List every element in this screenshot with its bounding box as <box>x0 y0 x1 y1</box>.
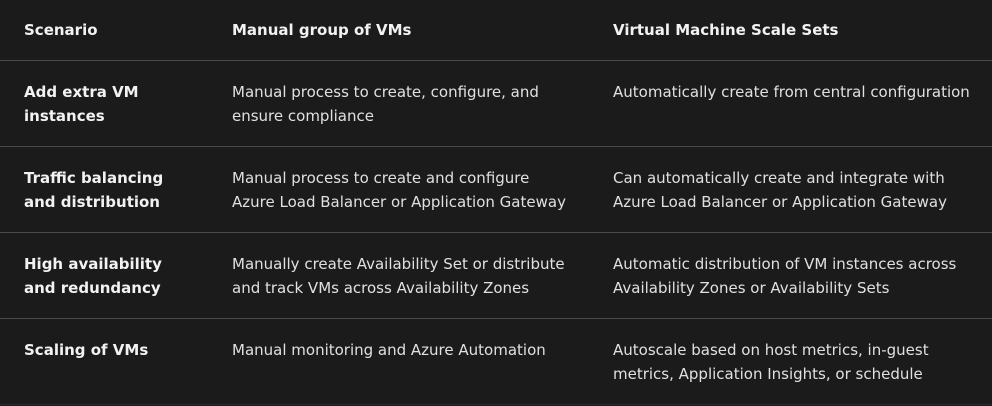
vmss-cell: Can automatically create and integrate w… <box>589 146 992 233</box>
scenario-cell: Scaling of VMs <box>0 318 208 405</box>
vmss-cell: Autoscale based on host metrics, in-gues… <box>589 318 992 405</box>
scenario-cell: Traffic balancing and distribution <box>0 146 208 233</box>
header-scale-sets: Virtual Machine Scale Sets <box>589 0 992 61</box>
header-scenario: Scenario <box>0 0 208 61</box>
table-row: Scaling of VMs Manual monitoring and Azu… <box>0 318 992 405</box>
header-manual-group: Manual group of VMs <box>208 0 589 61</box>
table-body: Add extra VM instances Manual process to… <box>0 60 992 405</box>
manual-cell: Manual process to create and configure A… <box>208 146 589 233</box>
table-header: Scenario Manual group of VMs Virtual Mac… <box>0 0 992 61</box>
manual-cell: Manually create Availability Set or dist… <box>208 232 589 319</box>
table-row: Add extra VM instances Manual process to… <box>0 60 992 147</box>
manual-cell: Manual monitoring and Azure Automation <box>208 318 589 405</box>
manual-cell: Manual process to create, configure, and… <box>208 60 589 147</box>
scenario-cell: High availability and redundancy <box>0 232 208 319</box>
table-row: Traffic balancing and distribution Manua… <box>0 146 992 233</box>
vmss-cell: Automatic distribution of VM instances a… <box>589 232 992 319</box>
header-row: Scenario Manual group of VMs Virtual Mac… <box>0 0 992 61</box>
scenario-cell: Add extra VM instances <box>0 60 208 147</box>
table-row: High availability and redundancy Manuall… <box>0 232 992 319</box>
vmss-cell: Automatically create from central config… <box>589 60 992 147</box>
